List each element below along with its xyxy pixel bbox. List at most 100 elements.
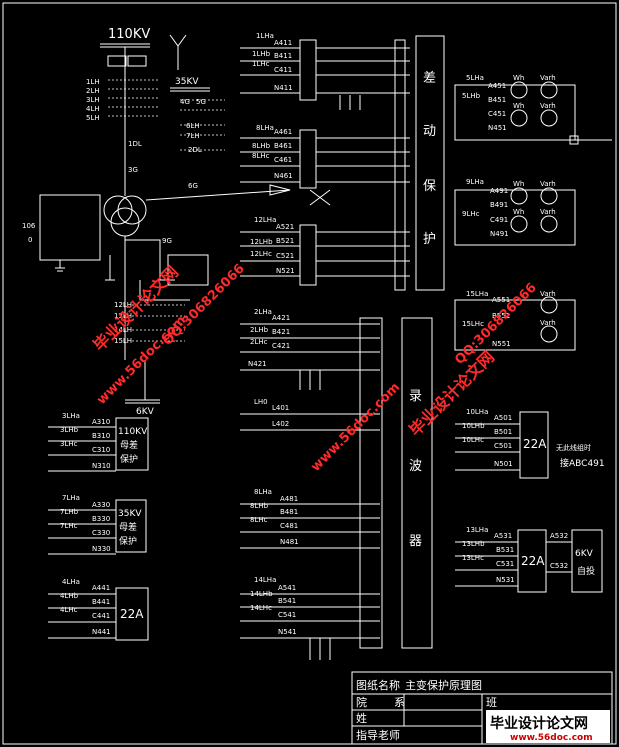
6kv-autoswitch-box [571, 529, 603, 593]
wire-label: B491 [490, 201, 508, 209]
note-text: 无此线组时 [556, 443, 591, 452]
ct-label: 1LHb [252, 50, 271, 58]
ct-label: 13LHa [466, 526, 488, 534]
grp22a-left-box [115, 587, 149, 641]
meter-label: Varh [540, 74, 556, 82]
wire-label: B501 [494, 428, 512, 436]
ct-label: 12LHb [250, 238, 273, 246]
wire-label: C461 [274, 156, 292, 164]
meter-label: Varh [540, 319, 556, 327]
ct-label: 5LH [86, 114, 100, 122]
diff-relay-label: 差 动 保 护 [423, 71, 436, 247]
ct-label: 7LH [186, 132, 200, 140]
box-label: 35KV [118, 509, 142, 519]
relay-char: 护 [423, 232, 436, 247]
wire-label: A501 [494, 414, 512, 422]
grp22a-right2-box [517, 529, 547, 593]
wire-label: C411 [274, 66, 292, 74]
wire-label: C541 [278, 611, 296, 619]
ct-label: 10LHc [462, 436, 484, 444]
ct-label: 15LHc [462, 320, 484, 328]
wire-label: A421 [272, 314, 290, 322]
wire-label: A531 [494, 532, 512, 540]
meter-label: Wh [513, 74, 524, 82]
wire-label: B551 [492, 312, 510, 320]
wire-label: A491 [490, 187, 508, 195]
wire-label: N441 [92, 628, 111, 636]
wire-label: B330 [92, 515, 110, 523]
label-0: 0 [28, 236, 32, 244]
wire-label: A532 [550, 532, 568, 540]
wire-label: C491 [490, 216, 508, 224]
terminal-strip [394, 39, 406, 291]
wire-label: N310 [92, 462, 111, 470]
wire-label: N491 [490, 230, 509, 238]
breaker-label: 1DL [128, 140, 142, 148]
wire-label: N551 [492, 340, 511, 348]
bus110-group: 3LHa 3LHb 3LHc A310 B310 C310 N310 110KV… [48, 412, 149, 472]
osc-relay-label: 录 波 器 [409, 389, 422, 549]
wire-label: A541 [278, 584, 296, 592]
meter-label: Varh [540, 180, 556, 188]
wire-label: C531 [496, 560, 514, 568]
ct-label: 14LHa [254, 576, 276, 584]
ct-label: 2LH [86, 87, 100, 95]
wire-label: A461 [274, 128, 292, 136]
ct-label: 10LHa [466, 408, 488, 416]
wire-label: B310 [92, 432, 110, 440]
wire-label: C441 [92, 612, 110, 620]
wire-label: A441 [92, 584, 110, 592]
wire-label: C532 [550, 562, 568, 570]
ct-label: 3LHb [60, 426, 79, 434]
note-text: 接ABC491 [560, 457, 605, 469]
ct-label: 7LHa [62, 494, 80, 502]
bus35-box [115, 499, 147, 553]
title-cell: 姓 [356, 711, 367, 725]
relay-char: 动 [423, 124, 436, 139]
meter-label: Varh [540, 102, 556, 110]
wire-label: B411 [274, 52, 292, 60]
ct-label: 8LHa [254, 488, 272, 496]
wire-label: B441 [92, 598, 110, 606]
ct-label: 13LHc [462, 554, 484, 562]
ct-label: 1LHa [256, 32, 274, 40]
box-label: 22A [521, 554, 545, 568]
ct-label: 5LHb [462, 92, 481, 100]
wire-label: C521 [276, 252, 294, 260]
osc-group-3: 8LHa 8LHb 8LHc A481 B481 C481 N481 [240, 488, 380, 549]
ct-label: 8LHb [252, 142, 271, 150]
title-cell: 院 [356, 695, 367, 709]
meter-group-2: 9LHa 9LHc A491 B491 C491 N491 Wh Varh Wh… [454, 178, 576, 246]
ct-label: 12LHa [254, 216, 276, 224]
grp22a-left: 4LHa 4LHb 4LHc A441 B441 C441 N441 22A [48, 578, 149, 641]
box-label: 22A [523, 437, 547, 451]
wire-label: N501 [494, 460, 513, 468]
meter-label: Varh [540, 290, 556, 298]
primary-circuit: 110KV 35KV 1LH 2LH 3LH 4LH 5LH 6LH 7LH 4… [22, 27, 291, 417]
wire-label: B481 [280, 508, 298, 516]
wire-label: B541 [278, 597, 296, 605]
osc-group-4: 14LHa 14LHb 14LHc A541 B541 C541 N541 [240, 576, 380, 660]
box-label: 保护 [119, 535, 137, 547]
site-logo [486, 710, 610, 743]
wire-label: N521 [276, 267, 295, 275]
ct-label: 2LHa [254, 308, 272, 316]
ct-label: 14LH [114, 326, 132, 334]
ct-label: 8LHc [250, 516, 268, 524]
ct-label: 6LH [186, 122, 200, 130]
ct-label: 1LH [86, 78, 100, 86]
wire-label: C421 [272, 342, 290, 350]
relay-char: 录 [409, 389, 422, 404]
wire-label: N541 [278, 628, 297, 636]
box-label: 自投 [577, 565, 595, 577]
grp22a-right2: 13LHa 13LHb 13LHc A531 B531 C531 N531 22… [455, 526, 603, 593]
title-cell: 班 [486, 696, 497, 709]
breaker-label: 2DL [188, 146, 202, 154]
wire-label: A481 [280, 495, 298, 503]
ct-label: 2LHb [250, 326, 269, 334]
ct-label: 7LHc [60, 522, 78, 530]
wire-label: A411 [274, 39, 292, 47]
ct-label: 15LH [114, 337, 132, 345]
ct-label: 8LHb [250, 502, 269, 510]
wire-label: N451 [488, 124, 507, 132]
